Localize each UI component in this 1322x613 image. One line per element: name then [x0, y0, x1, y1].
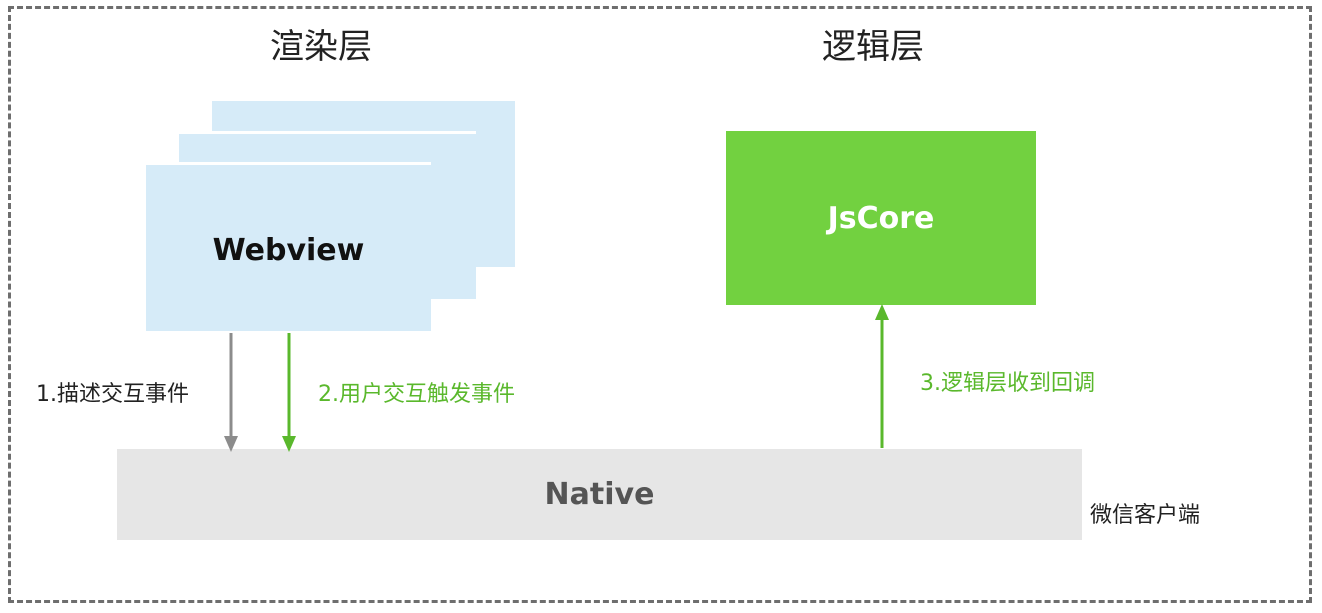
jscore-label: JsCore: [827, 201, 935, 236]
webview-label: Webview: [212, 233, 365, 268]
native-box: Native: [117, 449, 1082, 540]
step1-label: 1.描述交互事件: [36, 382, 189, 407]
wechat-client-label: 微信客户端: [1090, 503, 1201, 528]
logic-layer-title: 逻辑层: [822, 27, 924, 67]
step3-label: 3.逻辑层收到回调: [920, 371, 1095, 396]
render-layer-title: 渲染层: [270, 27, 372, 67]
wechat-client-boundary: [8, 6, 1312, 603]
native-label: Native: [544, 477, 655, 512]
webview-card-front: Webview: [143, 162, 431, 331]
step2-label: 2.用户交互触发事件: [318, 382, 515, 407]
jscore-box: JsCore: [726, 131, 1036, 305]
